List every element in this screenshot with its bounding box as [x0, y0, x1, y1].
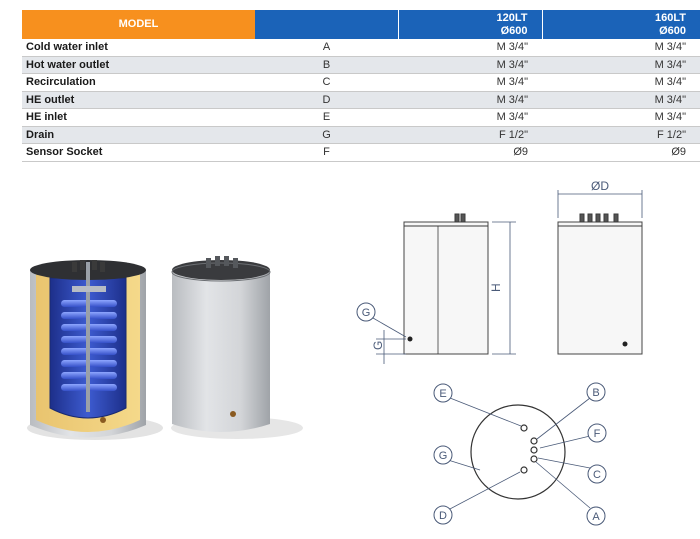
row-value-120: M 3/4"	[398, 39, 542, 57]
row-label: Cold water inlet	[22, 39, 255, 57]
blank-header	[255, 10, 398, 39]
side-view-drawing	[557, 213, 643, 355]
callout-d-label: D	[439, 510, 447, 522]
height-dimension	[492, 221, 516, 355]
callout-a-label: A	[592, 511, 600, 523]
row-value-160: M 3/4"	[542, 91, 700, 109]
row-label: Sensor Socket	[22, 143, 255, 162]
callout-g-side: G	[356, 302, 407, 338]
row-label: Drain	[22, 126, 255, 144]
row-label: Hot water outlet	[22, 56, 255, 74]
row-code: C	[255, 73, 398, 92]
row-value-160: M 3/4"	[542, 108, 700, 127]
size-120-diameter: Ø600	[500, 24, 528, 37]
row-value-120: M 3/4"	[398, 73, 542, 92]
size-160-diameter: Ø600	[659, 24, 686, 37]
spec-table: MODEL 120LT Ø600 160LT Ø600 Cold water i…	[22, 10, 700, 162]
cutaway-boiler	[27, 260, 163, 440]
row-value-120: M 3/4"	[398, 108, 542, 127]
size-120-header: 120LT Ø600	[397, 10, 542, 39]
callout-b: B	[586, 382, 606, 402]
front-view-drawing	[403, 213, 489, 355]
top-view-leaders	[447, 397, 591, 511]
row-value-160: F 1/2"	[542, 126, 700, 144]
size-160-capacity: 160LT	[655, 11, 686, 24]
callout-d: D	[433, 505, 453, 525]
row-value-160: M 3/4"	[542, 73, 700, 92]
drain-dimension-label: G	[371, 341, 385, 350]
row-value-120: M 3/4"	[398, 56, 542, 74]
row-value-120: Ø9	[398, 143, 542, 162]
callout-g-side-label: G	[362, 307, 371, 319]
callout-c: C	[587, 464, 607, 484]
model-header: MODEL	[22, 10, 255, 39]
diameter-dimension-label: ØD	[591, 179, 609, 193]
row-code: F	[255, 143, 398, 162]
callout-f: F	[587, 423, 607, 443]
callout-c-label: C	[593, 469, 601, 481]
row-code: E	[255, 108, 398, 127]
row-code: D	[255, 91, 398, 109]
size-160-header: 160LT Ø600	[541, 10, 700, 39]
callout-g-top-label: G	[439, 450, 448, 462]
row-label: HE inlet	[22, 108, 255, 127]
callout-g-top: G	[433, 445, 453, 465]
drain-dimension	[376, 330, 406, 364]
row-code: A	[255, 39, 398, 57]
row-code: B	[255, 56, 398, 74]
top-view-drawing	[470, 404, 566, 500]
row-value-120: F 1/2"	[398, 126, 542, 144]
row-value-160: M 3/4"	[542, 39, 700, 57]
size-120-capacity: 120LT	[496, 11, 528, 24]
row-value-120: M 3/4"	[398, 91, 542, 109]
callout-b-label: B	[592, 387, 599, 399]
boiler-figure: H G G ØD	[27, 179, 643, 526]
row-value-160: Ø9	[542, 143, 700, 162]
row-value-160: M 3/4"	[542, 56, 700, 74]
callout-f-label: F	[594, 428, 601, 440]
callout-e: E	[433, 383, 453, 403]
row-code: G	[255, 126, 398, 144]
table-header-row: MODEL 120LT Ø600 160LT Ø600	[22, 10, 700, 39]
row-label: Recirculation	[22, 73, 255, 92]
callout-e-label: E	[439, 388, 446, 400]
diameter-dimension	[557, 190, 643, 218]
closed-boiler	[171, 256, 303, 439]
row-label: HE outlet	[22, 91, 255, 109]
height-dimension-label: H	[489, 283, 503, 292]
callout-a: A	[586, 506, 606, 526]
